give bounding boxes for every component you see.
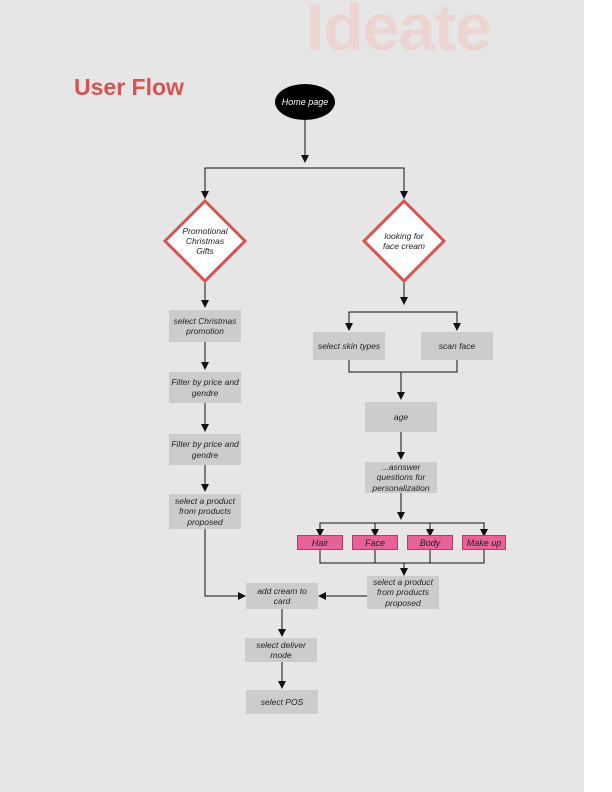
category-face: Face [352, 535, 398, 550]
ideate-watermark: Ideate [306, 0, 492, 64]
step-select-deliver-mode: select deliver mode [245, 638, 317, 662]
connector [319, 522, 485, 534]
step-select-skin-types: select skin types [313, 332, 385, 360]
step-answer-questions: ...asnswer questions for personalization [365, 462, 437, 493]
page-title: User Flow [74, 74, 184, 100]
step-select-product-right: select a product from products proposed [367, 576, 439, 609]
step-scan-face: scan face [421, 332, 493, 360]
step-add-cream-to-cart: add cream to card [246, 583, 318, 609]
page-margin [584, 0, 612, 792]
start-node-home-page: Home page [275, 84, 335, 120]
step-select-pos: select POS [246, 690, 318, 714]
connector [319, 550, 485, 564]
category-hair: Hair [297, 535, 343, 550]
connector [348, 311, 458, 328]
connector [204, 529, 246, 600]
step-select-christmas-promotion: select Christmas promotion [169, 310, 241, 342]
category-body: Body [407, 535, 453, 550]
step-filter-price-gender-2: Filter by price and gendre [169, 434, 241, 465]
decision-diamond-promo [162, 198, 248, 284]
step-age: age [365, 402, 437, 432]
decision-label-promo: Promotional Christmas Gifts [182, 225, 228, 257]
decision-label-cream: looking for face cream [382, 230, 426, 251]
decision-diamond-cream [361, 198, 447, 284]
step-filter-price-gender: Filter by price and gendre [169, 372, 241, 403]
connector [204, 167, 405, 196]
step-select-product-left: select a product from products proposed [169, 494, 241, 529]
connector [348, 360, 458, 373]
category-make-up: Make up [462, 535, 506, 550]
